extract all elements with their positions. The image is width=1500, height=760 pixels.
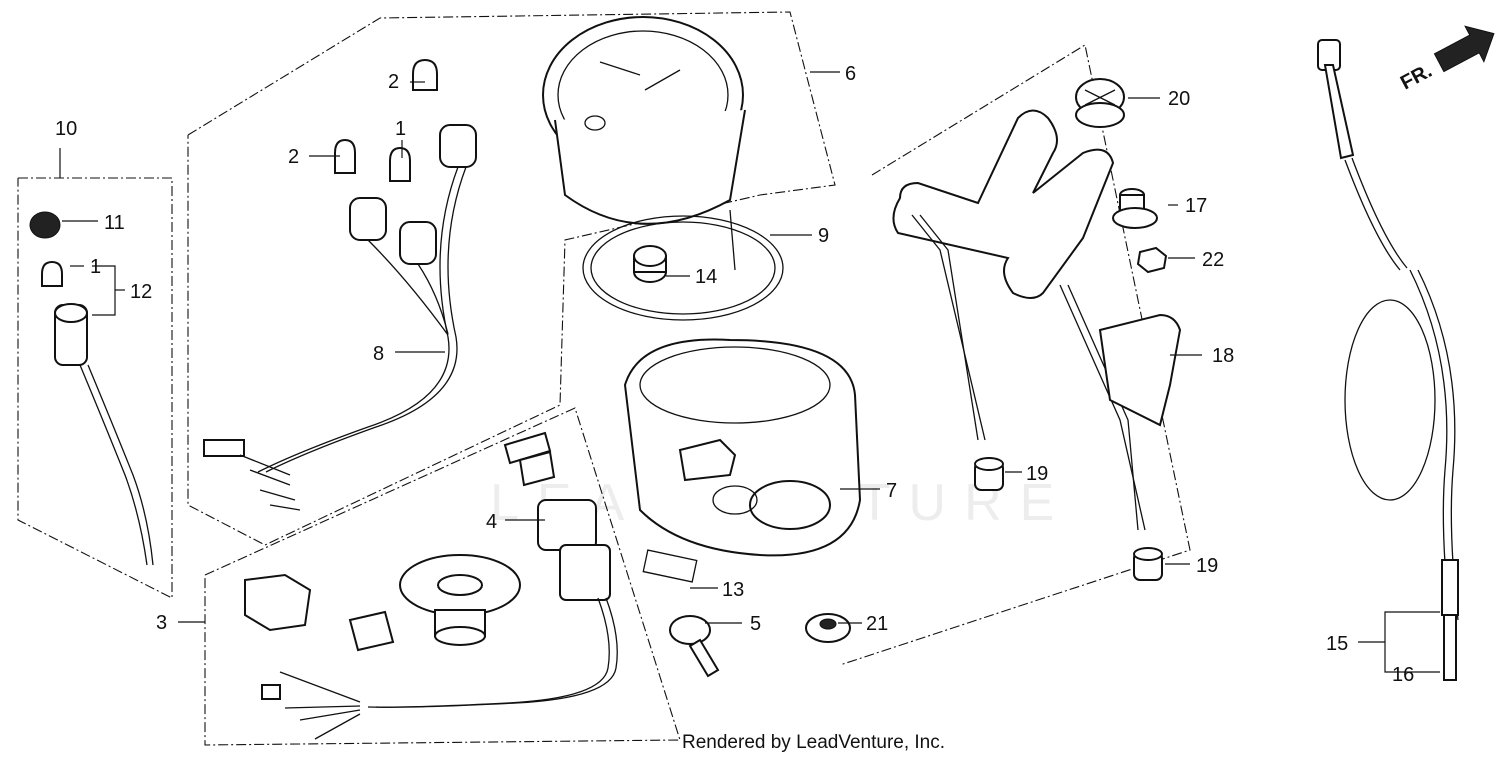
label-13: [642, 549, 698, 583]
callout-18: 18: [1212, 345, 1234, 367]
callout-2-lower: 2: [288, 146, 299, 168]
front-arrow-icon: [1433, 25, 1495, 73]
ignition-key: [669, 615, 720, 678]
callout-15: 15: [1326, 633, 1348, 655]
callout-20: 20: [1168, 88, 1190, 110]
callout-1-meter: 1: [395, 118, 406, 140]
callout-1-indicator: 1: [90, 256, 101, 278]
grommet-19-upper: [974, 457, 1004, 491]
callout-9: 9: [818, 225, 829, 247]
grommet-20: [1075, 78, 1125, 128]
callout-2-upper: 2: [388, 71, 399, 93]
group-outline-ignition: [204, 407, 681, 746]
credit-text: Rendered by LeadVenture, Inc.: [682, 732, 946, 753]
callout-12: 12: [130, 281, 152, 303]
group-outline-indicator: [17, 177, 173, 599]
fr-label: FR.: [1397, 60, 1436, 95]
callout-4: 4: [486, 511, 497, 533]
callout-22: 22: [1202, 249, 1224, 271]
callout-17: 17: [1185, 195, 1207, 217]
meter-bracket: [892, 109, 1182, 531]
meter-case: [623, 338, 862, 557]
callout-19-upper: 19: [1026, 463, 1048, 485]
callout-21: 21: [866, 613, 888, 635]
collar-17: [1112, 188, 1158, 229]
callout-10: 10: [55, 118, 77, 140]
nut-22: [1136, 246, 1168, 274]
callout-13: 13: [722, 579, 744, 601]
group-outline-meter: [187, 11, 836, 546]
switch-cap-and-blocks: [244, 554, 521, 652]
callout-19-lower: 19: [1196, 555, 1218, 577]
grommet-19-lower: [1133, 547, 1163, 581]
callout-6: 6: [845, 63, 856, 85]
meter-gasket: [582, 215, 784, 321]
front-direction-marker: FR.: [1397, 25, 1495, 95]
grommet-14: [633, 245, 667, 283]
speedometer-cable: [1317, 39, 1459, 681]
group-outline-bracket: [839, 44, 1191, 666]
callout-14: 14: [695, 266, 717, 288]
grommet-21: [805, 613, 851, 643]
indicator-lamp-assembly: [29, 211, 154, 566]
callout-8: 8: [373, 343, 384, 365]
callout-5: 5: [750, 613, 761, 635]
callout-7: 7: [886, 480, 897, 502]
meter-wire-harness: [203, 58, 477, 511]
leader-lines: [59, 71, 1440, 673]
ignition-switch: [261, 431, 618, 740]
callout-3: 3: [156, 612, 167, 634]
callout-11: 11: [104, 212, 125, 234]
speedometer: [542, 16, 746, 271]
callout-16: 16: [1392, 664, 1414, 686]
